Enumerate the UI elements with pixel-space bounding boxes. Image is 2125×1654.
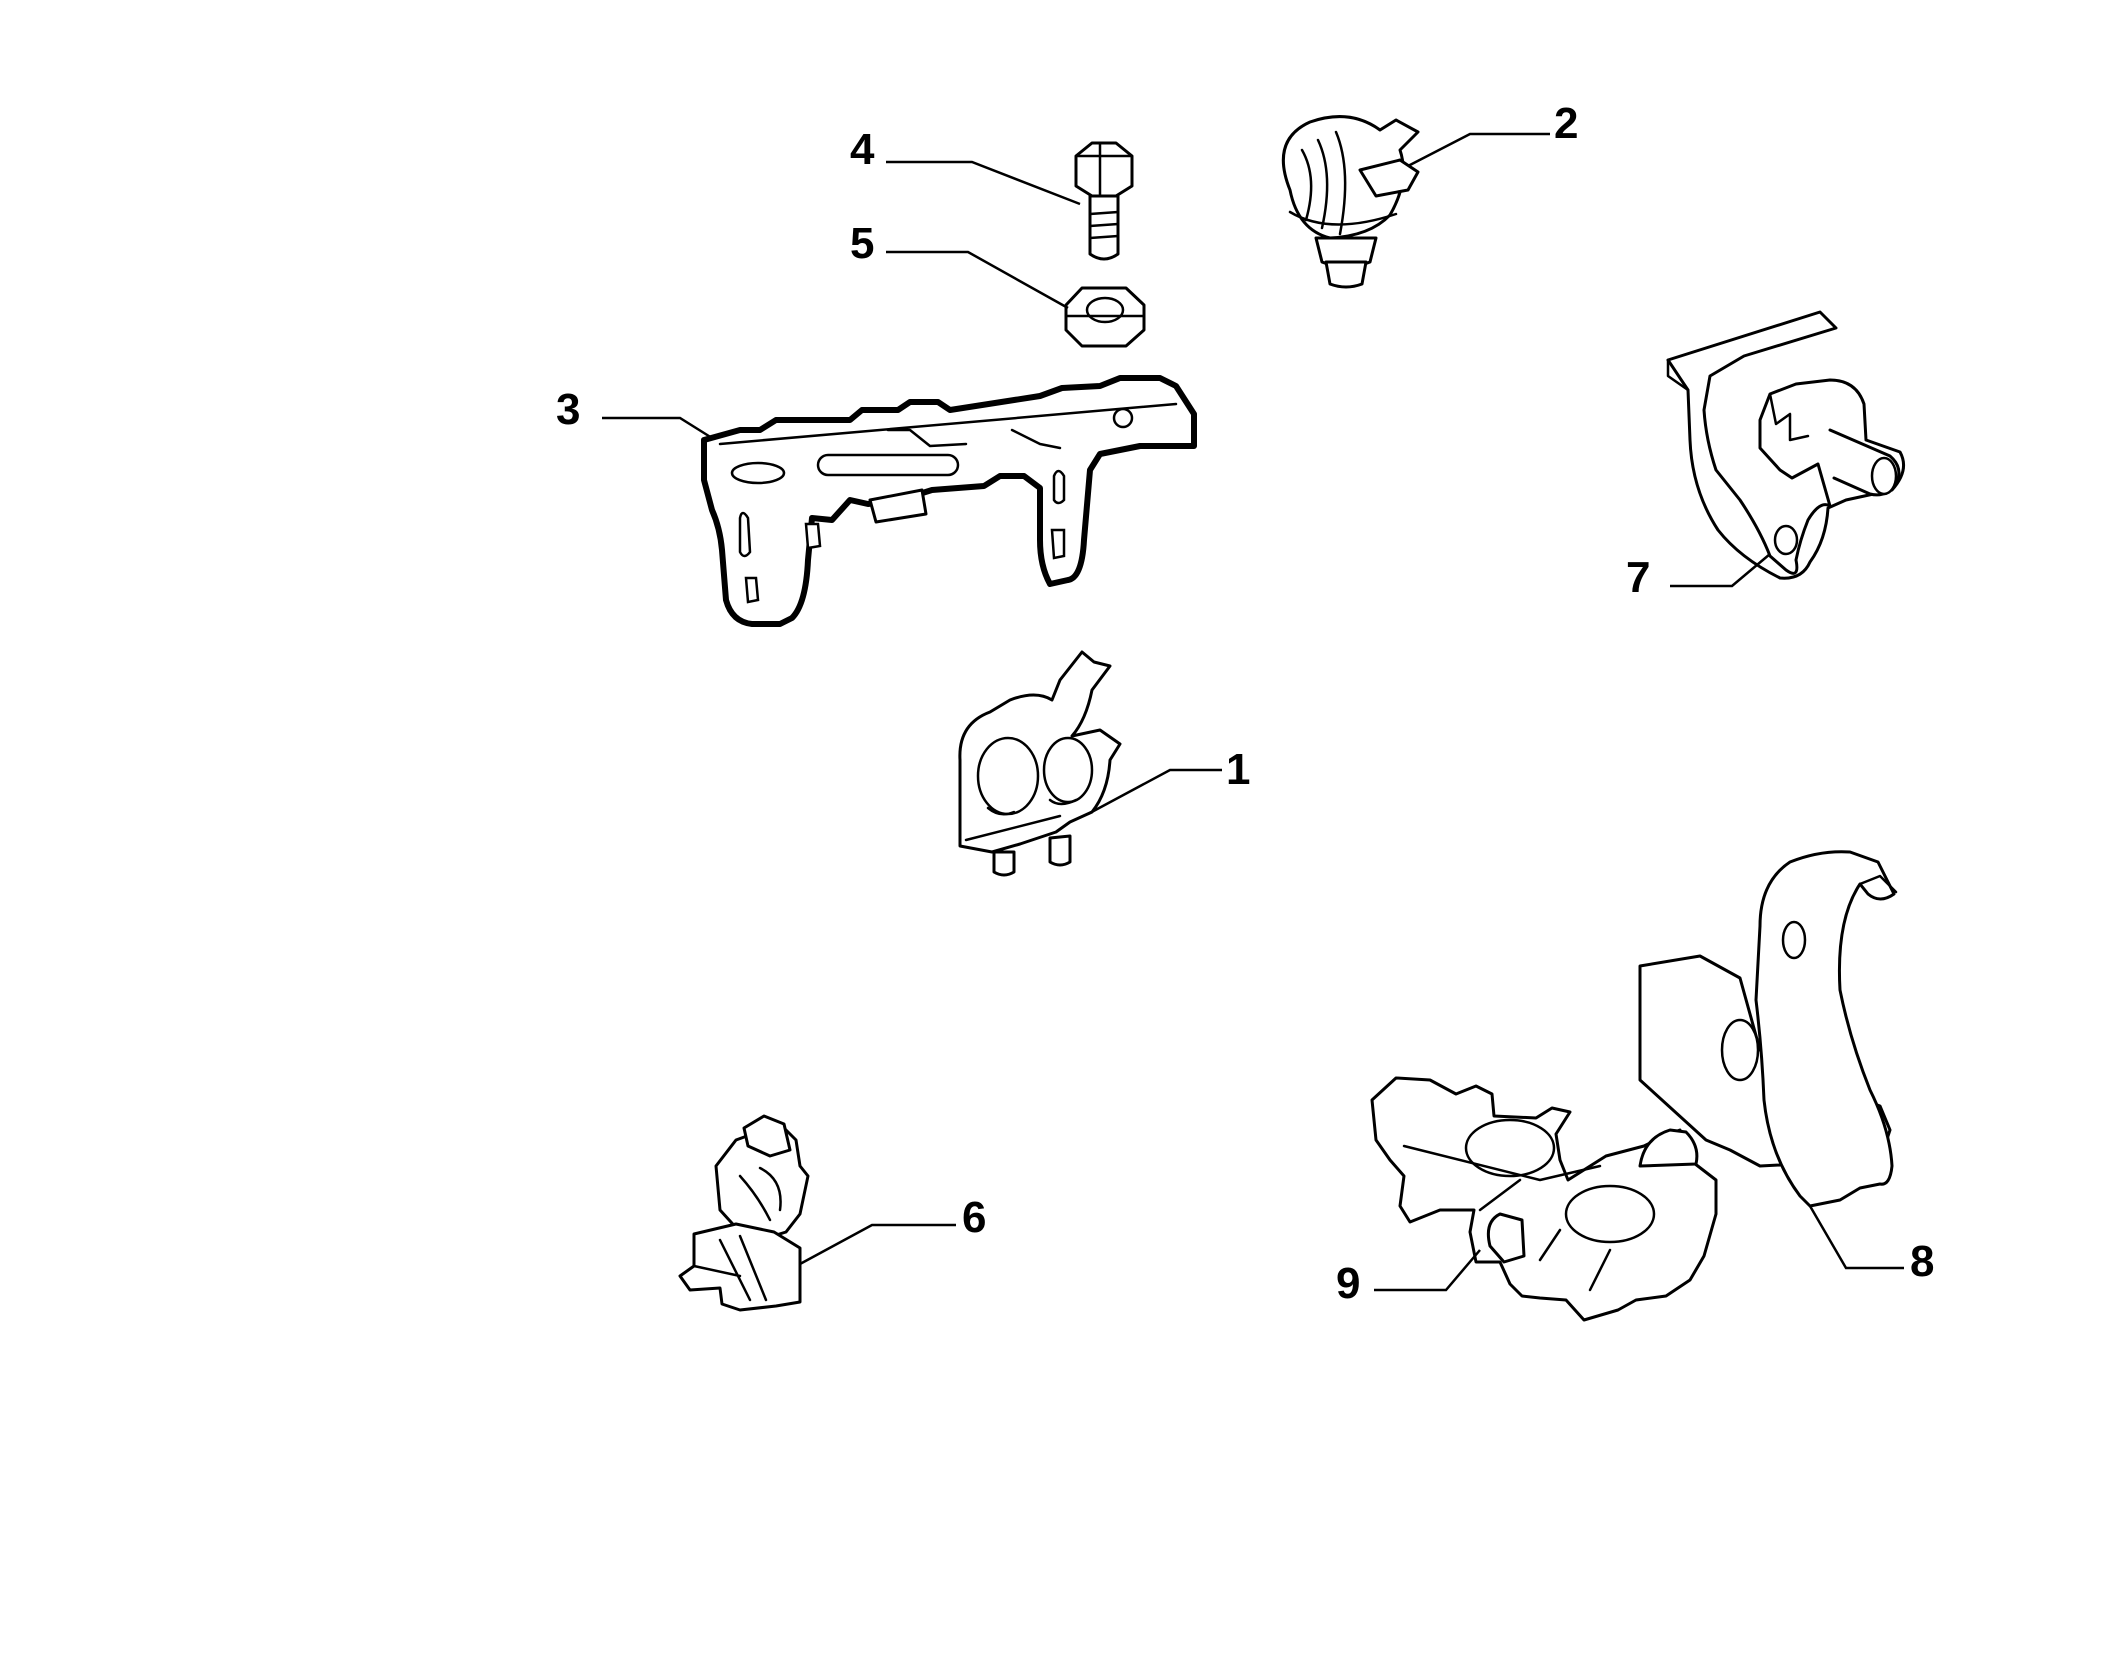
callout-2: 2: [1554, 99, 1578, 148]
leader-lines: [602, 132, 1904, 1292]
callout-labels: 1 2 3 4 5 6 7 8 9: [556, 99, 1934, 1308]
callout-1: 1: [1226, 745, 1250, 794]
leader-line-7: [1670, 553, 1771, 588]
callout-6: 6: [962, 1193, 986, 1242]
leader-line-6: [799, 1223, 956, 1266]
part-1-double-pipe-clip: [958, 650, 1122, 877]
part-4-bolt: [1074, 141, 1134, 261]
part-2-grommet-clip: [1281, 115, 1420, 289]
part-6-pipe-clip: [678, 1114, 810, 1312]
leader-line-1: [1087, 768, 1222, 816]
callout-4: 4: [850, 125, 875, 174]
part-8-bracket-plate: [1638, 850, 1898, 1208]
leader-line-3: [602, 416, 713, 440]
callout-5: 5: [850, 219, 874, 268]
leader-line-4: [886, 160, 1081, 206]
leader-line-2: [1407, 132, 1550, 168]
part-9-double-pipe-clip: [1370, 1076, 1718, 1322]
part-5-nut: [1064, 286, 1146, 348]
leader-line-5: [886, 250, 1069, 310]
part-7-stud-bracket: [1666, 310, 1906, 580]
callout-7: 7: [1626, 553, 1650, 602]
part-3-bracket: [701, 375, 1197, 627]
callout-8: 8: [1910, 1237, 1934, 1286]
leader-line-9: [1374, 1249, 1481, 1292]
callout-9: 9: [1336, 1259, 1360, 1308]
callout-3: 3: [556, 385, 580, 434]
leader-line-8: [1808, 1205, 1904, 1270]
